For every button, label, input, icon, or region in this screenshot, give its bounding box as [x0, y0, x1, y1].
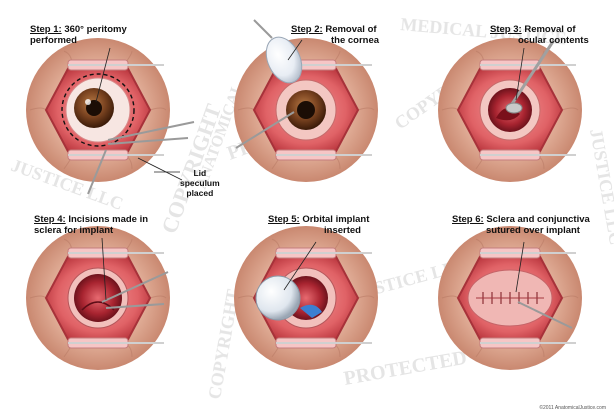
step-2-number: Step 2:	[291, 24, 323, 35]
step-4-label: Step 4: Incisions made in sclera for imp…	[34, 214, 148, 236]
step-5-number: Step 5:	[268, 214, 300, 225]
step-1-number: Step 1:	[30, 24, 62, 35]
step-6-label: Step 6: Sclera and conjunctiva sutured o…	[452, 214, 590, 236]
pupil-2	[297, 101, 315, 119]
step-3-label: Step 3: Removal of ocular contents	[490, 24, 589, 46]
step-2-label: Step 2: Removal of the cornea	[291, 24, 379, 46]
step-5-line-1: Orbital implant	[300, 214, 370, 225]
callout-line-3: placed	[186, 188, 213, 198]
step-1-label: Step 1: 360° peritomy performed	[30, 24, 127, 46]
callout-line-2: speculum	[180, 178, 220, 188]
step-4-line-1: Incisions made in	[66, 214, 148, 225]
step-4-line-2: sclera for implant	[34, 225, 113, 236]
orbital-implant-5	[256, 276, 300, 320]
highlight-1	[85, 99, 91, 105]
step-6-line-2: sutured over implant	[452, 225, 580, 236]
speculum-callout: Lid speculum placed	[180, 168, 220, 198]
eye-panel-6	[438, 226, 582, 370]
eye-panel-4	[26, 226, 170, 370]
eye-panel-5	[234, 226, 378, 370]
eye-panel-3	[438, 38, 582, 182]
step-6-number: Step 6:	[452, 214, 484, 225]
step-3-number: Step 3:	[490, 24, 522, 35]
step-5-label: Step 5: Orbital implant inserted	[268, 214, 369, 236]
watermark-protected-2: PROTECTED	[342, 347, 468, 390]
step-4-number: Step 4:	[34, 214, 66, 225]
forceps-2	[254, 20, 272, 38]
step-1-line-2: performed	[30, 35, 77, 46]
step-2-line-2: the cornea	[291, 35, 379, 46]
step-3-line-1: Removal of	[522, 24, 576, 35]
watermark-justice-2: JUSTICE LLC	[586, 127, 614, 246]
cavity-4	[74, 274, 122, 322]
step-6-line-1: Sclera and conjunctiva	[484, 214, 590, 225]
step-5-line-2: inserted	[268, 225, 361, 236]
step-2-line-1: Removal of	[323, 24, 377, 35]
credit-text: ©2011 AnatomicalJustice.com	[539, 405, 606, 411]
spoon-bowl-3	[506, 103, 522, 113]
callout-leader-2	[138, 158, 182, 180]
step-3-line-2: ocular contents	[490, 35, 589, 46]
step-1-line-1: 360° peritomy	[62, 24, 127, 35]
callout-line-1: Lid	[193, 168, 206, 178]
